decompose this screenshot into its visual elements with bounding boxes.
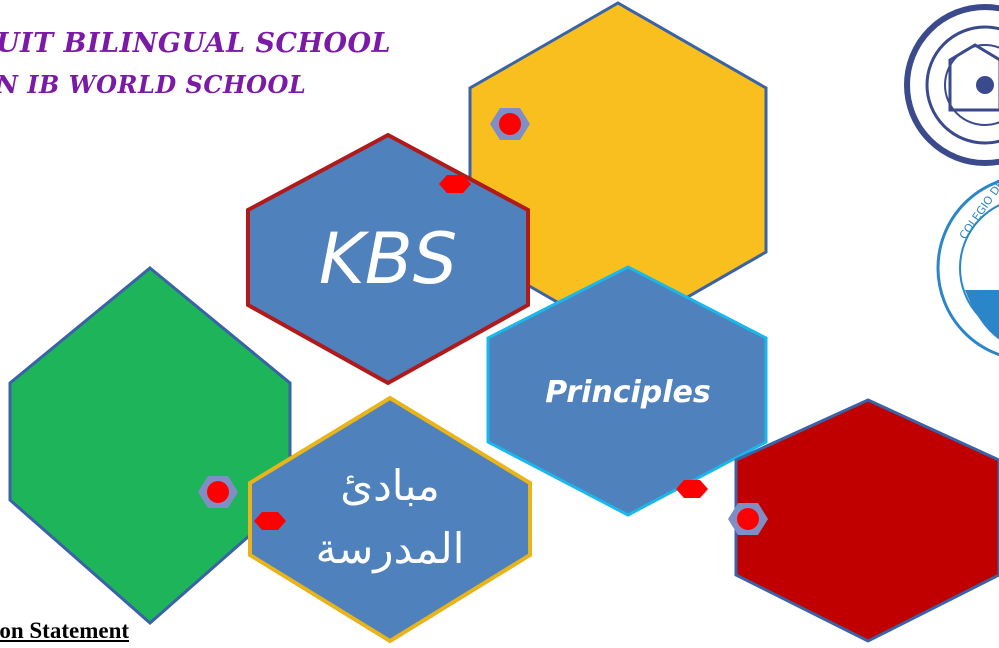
green-hexagon: [8, 266, 292, 625]
connector-dot: [198, 476, 238, 508]
connector-dot: [676, 480, 708, 498]
red-hexagon: [734, 398, 999, 643]
colegio-logo: COLEGIO DEL MI: [936, 160, 999, 357]
school-name-line1: UIT BILINGUAL SCHOOL: [0, 28, 392, 59]
seal-logo: [904, 4, 999, 166]
kbs-label: KBS: [319, 218, 457, 300]
connector-dot: [490, 108, 530, 140]
principles-label: Principles: [545, 375, 711, 410]
connector-dot: [254, 512, 286, 530]
arabic-label-line2: المدرسة: [316, 524, 465, 573]
mission-statement-heading: sion Statement: [0, 618, 130, 643]
connector-dot: [728, 503, 768, 535]
kbs-hexagon: [246, 132, 530, 386]
arabic-label-line1: مبادئ: [340, 461, 440, 510]
connector-dot: [439, 175, 471, 193]
arabic-hexagon: [248, 395, 532, 644]
principles-hexagon: [486, 265, 768, 517]
school-name-line2: N IB WORLD SCHOOL: [0, 70, 307, 99]
